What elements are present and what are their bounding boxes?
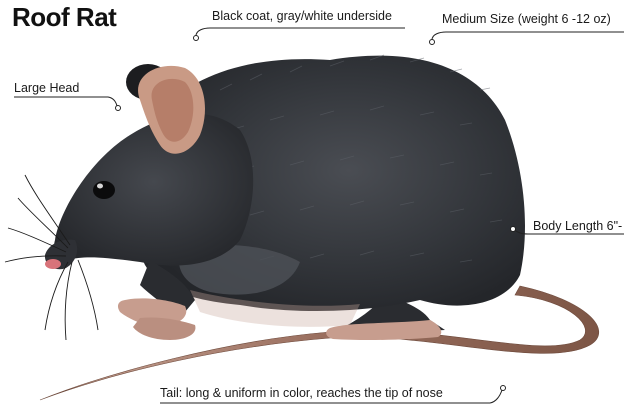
leader-size: [432, 32, 624, 40]
head: [54, 114, 253, 266]
leader-tail: [160, 390, 502, 403]
leader-head: [14, 97, 117, 106]
leader-length: [513, 229, 624, 234]
eye: [93, 181, 115, 199]
front-foot-2: [133, 317, 195, 340]
leader-coat: [196, 28, 405, 36]
nose: [45, 259, 61, 269]
